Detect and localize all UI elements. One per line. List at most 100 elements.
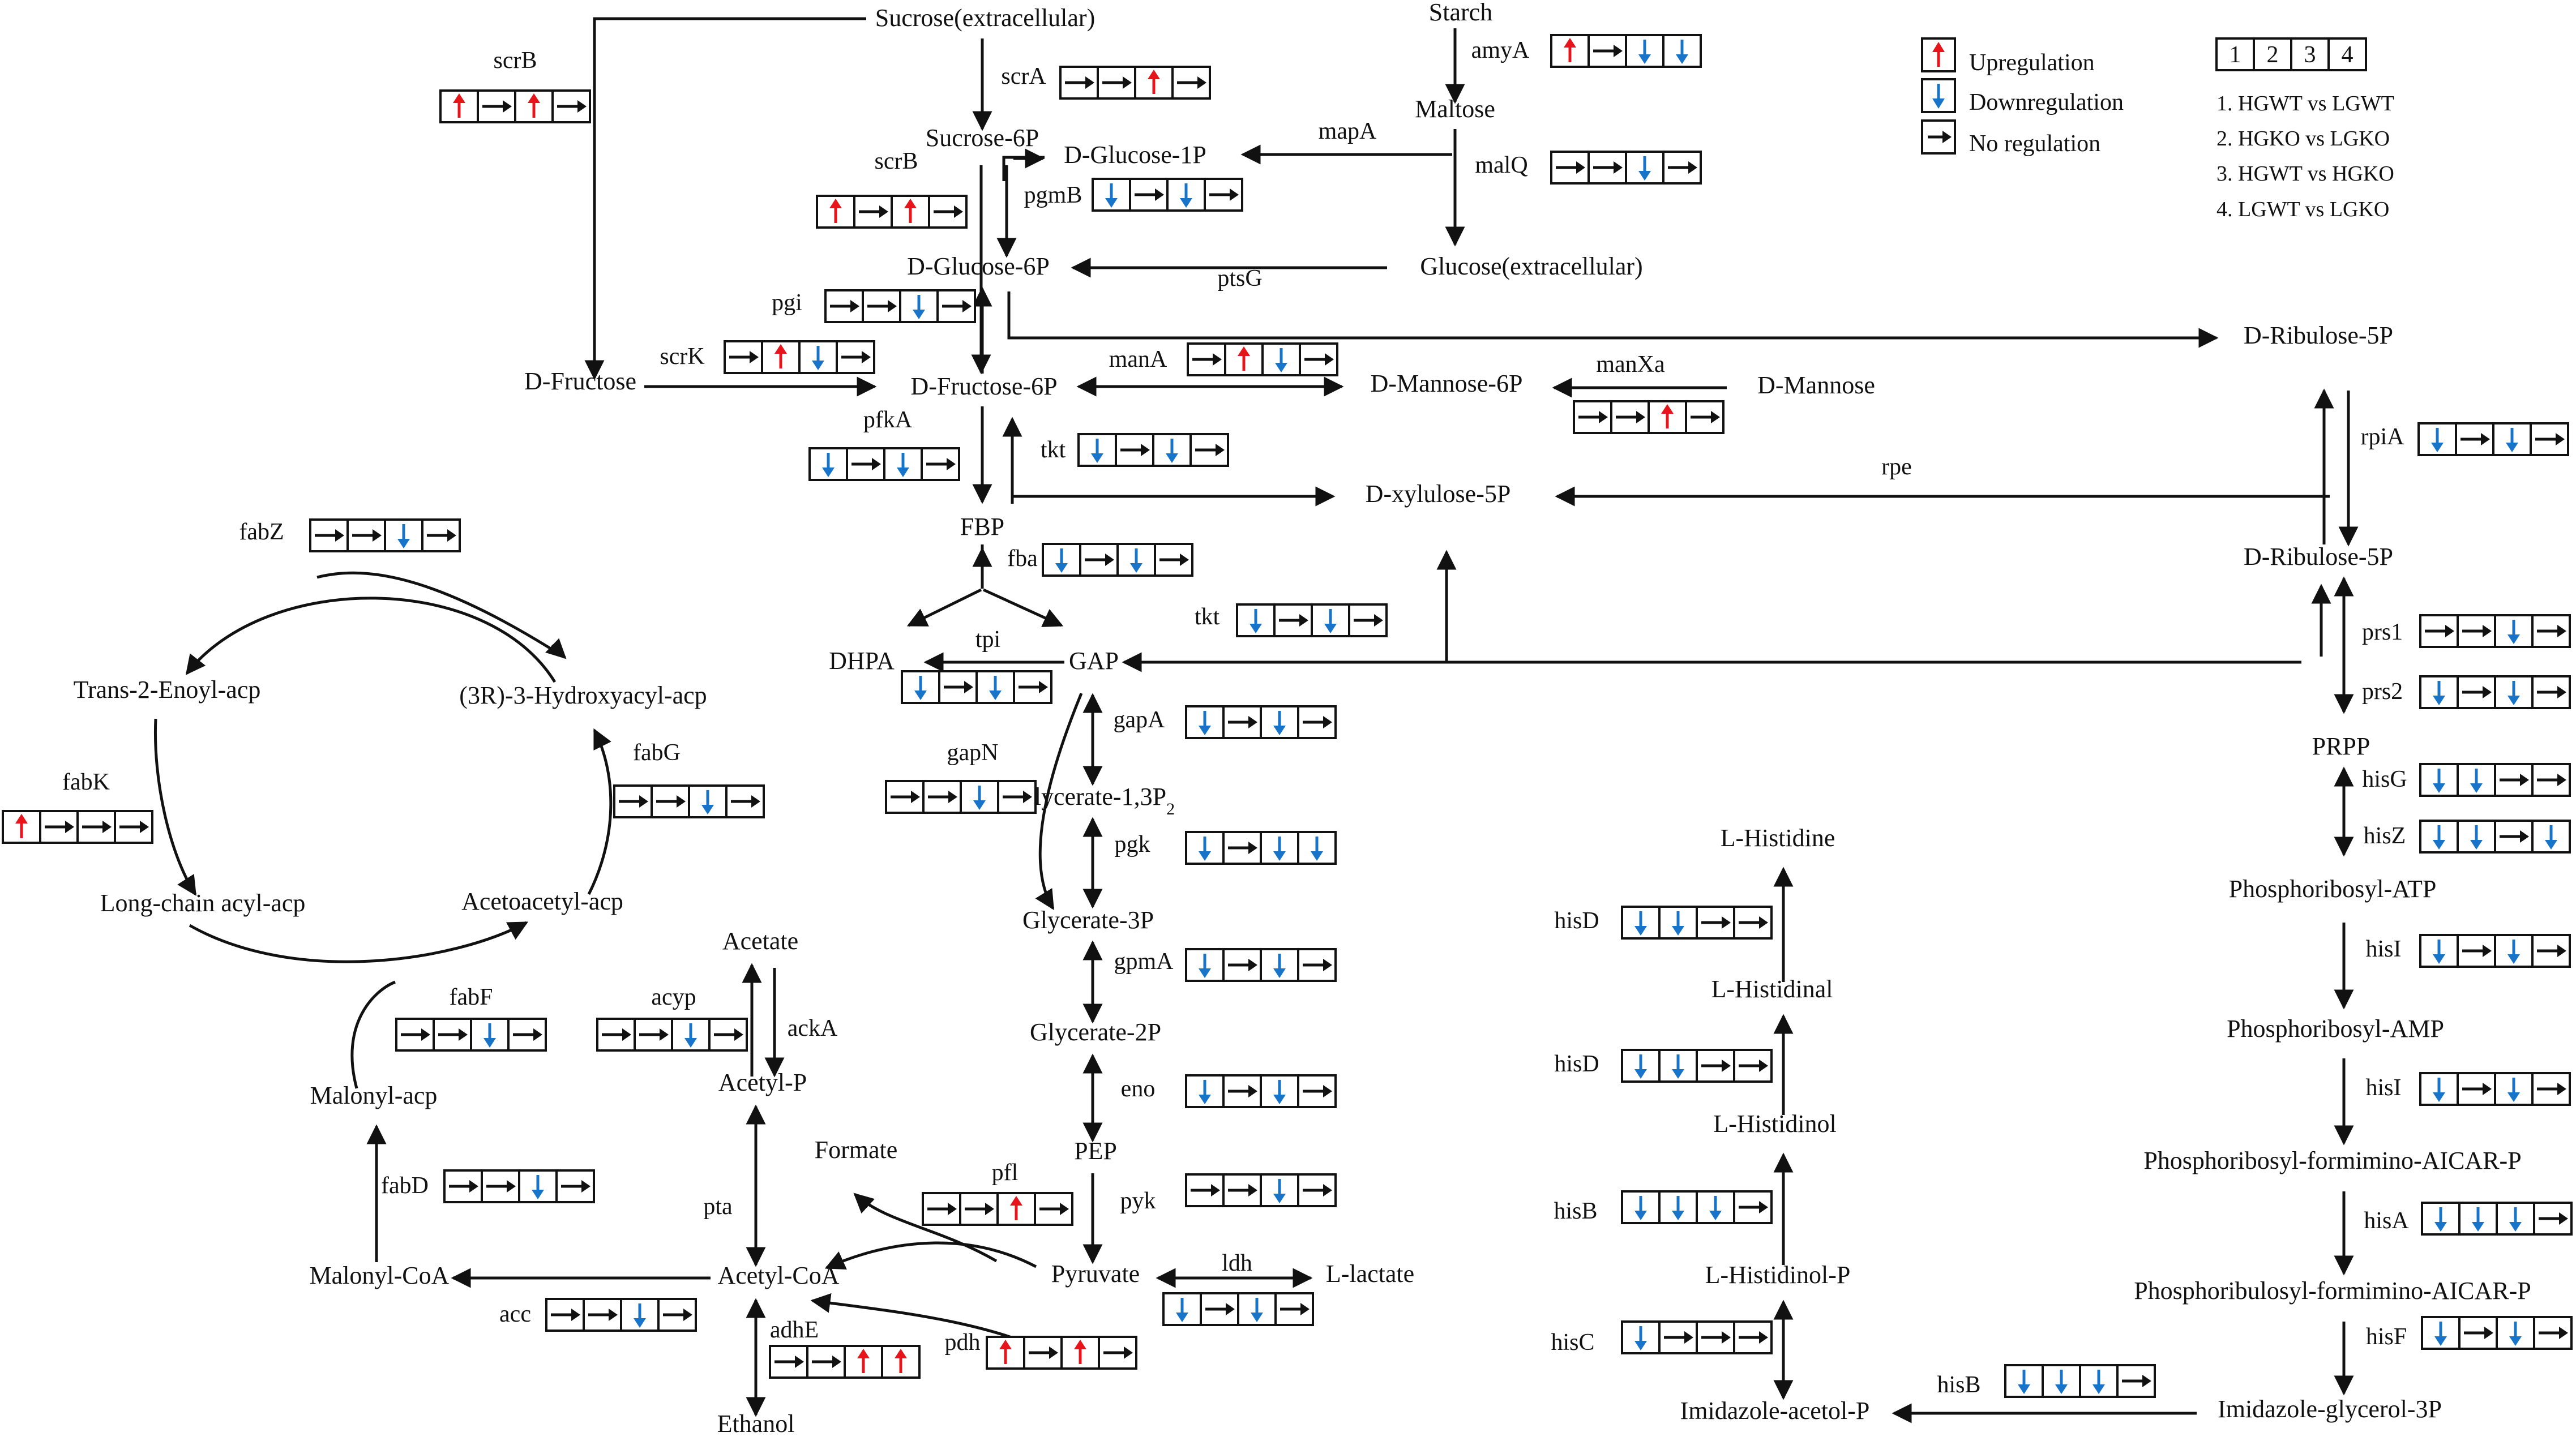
gene-label-hisB: hisB	[1937, 1372, 1980, 1398]
regulation-cell-2	[433, 1018, 472, 1052]
metabolite-hydroxyacyl: (3R)-3-Hydroxyacyl-acp	[459, 681, 707, 709]
gene-label-acc: acc	[499, 1301, 531, 1327]
regulation-cell-1	[2419, 763, 2459, 797]
gene-hisD-35: hisD	[1554, 1049, 1773, 1083]
regulation-cell-4	[555, 1169, 595, 1203]
gene-label-hisZ: hisZ	[2364, 823, 2406, 849]
regulation-cell-4	[836, 340, 875, 374]
regulation-cell-1	[2, 810, 41, 844]
regulation-cell-4	[1733, 1049, 1773, 1083]
right-arrow-icon	[1325, 353, 1334, 366]
regulation-cell-4	[1297, 1074, 1337, 1108]
gene-label-fabF: fabF	[450, 984, 493, 1010]
up-arrow-icon	[999, 1340, 1012, 1349]
down-arrow-icon	[2545, 840, 2557, 850]
down-arrow-icon	[812, 361, 824, 370]
regulation-cell-4	[936, 289, 976, 323]
regulation-cell-2	[1587, 34, 1627, 68]
regulation-cell-1	[2419, 675, 2459, 709]
legend-number-2: 2	[2267, 42, 2279, 68]
metabolite-glucose1p: D-Glucose-1P	[1064, 141, 1206, 169]
right-arrow-icon	[954, 205, 963, 218]
down-arrow-icon	[1273, 968, 1286, 978]
gene-label-hisI: hisI	[2366, 936, 2402, 962]
regulation-cell-2	[1023, 1336, 1063, 1370]
metabolite-pyruvate: Pyruvate	[1051, 1260, 1140, 1288]
gene-hisI-30: hisI	[2366, 934, 2571, 968]
regulation-cell-2	[1658, 906, 1698, 940]
down-arrow-icon	[1055, 563, 1068, 573]
right-arrow-icon	[2557, 625, 2566, 637]
down-arrow-icon	[2507, 1092, 2520, 1102]
regulation-cell-3	[2079, 1364, 2119, 1398]
down-arrow-icon	[483, 1038, 496, 1048]
gene-label-ptsG: ptsG	[1217, 265, 1262, 291]
right-arrow-icon	[577, 100, 587, 113]
down-arrow-icon	[914, 691, 927, 700]
up-arrow-icon	[453, 93, 465, 103]
regulation-cell-3	[1696, 1049, 1735, 1083]
down-arrow-icon	[2433, 783, 2445, 793]
regulation-cell-2	[1222, 705, 1262, 739]
gene-label-eno: eno	[1121, 1076, 1156, 1102]
gene-hisD-29: hisD	[1554, 906, 1773, 940]
regulation-cell-4	[1733, 906, 1773, 940]
up-arrow-icon	[1238, 346, 1250, 356]
gene-label-fabZ: fabZ	[239, 519, 284, 545]
gene-gpmA-31: gpmA	[1114, 948, 1337, 982]
gene-label-rpiA: rpiA	[2361, 424, 2405, 450]
regulation-cell-3	[2496, 1316, 2535, 1350]
legend-item-up: Upregulation	[1921, 37, 2095, 76]
regulation-cell-3	[2494, 675, 2534, 709]
regulation-cell-2	[346, 518, 386, 552]
metabolite-lhistidinol: L-Histidinol	[1713, 1110, 1837, 1138]
right-arrow-icon	[947, 458, 956, 470]
right-arrow-icon	[2483, 945, 2492, 957]
legend: Upregulation Downregulation No regulatio…	[1921, 37, 2394, 221]
regulation-cell-4	[2531, 763, 2571, 797]
right-arrow-icon	[459, 1028, 468, 1041]
up-arrow-icon	[528, 93, 540, 103]
gene-label-tpi: tpi	[975, 627, 1000, 653]
right-arrow-icon	[751, 795, 760, 808]
right-arrow-icon	[862, 351, 871, 363]
regulation-cell-3	[1152, 433, 1192, 467]
right-arrow-icon	[373, 529, 382, 542]
metabolite-ribulose5p-mid: D-Ribulose-5P	[2244, 543, 2393, 571]
right-arrow-icon	[1323, 959, 1332, 971]
regulation-cell-3	[899, 289, 939, 323]
right-arrow-icon	[850, 300, 859, 312]
gene-hisZ-27: hisZ	[2364, 820, 2571, 854]
legend-comparison-2: 2. HGKO vs LGKO	[2216, 127, 2390, 151]
regulation-cell-1	[309, 518, 349, 552]
down-arrow-icon	[1199, 1095, 1211, 1104]
regulation-cell-2	[1115, 433, 1154, 467]
gene-label-pgi: pgi	[772, 290, 802, 316]
gene-label-hisG: hisG	[2362, 766, 2407, 792]
regulation-cell-4	[1274, 1292, 1314, 1326]
down-arrow-icon	[973, 800, 986, 810]
down-arrow-icon	[397, 539, 410, 548]
metabolite-acetate: Acetate	[722, 927, 798, 955]
regulation-cell-1	[545, 1298, 585, 1332]
regulation-cell-3	[883, 447, 923, 481]
gene-tkt-18: tkt	[1195, 603, 1388, 637]
right-arrow-icon	[1759, 916, 1768, 929]
regulation-cell-1	[901, 670, 940, 704]
legend-number-3: 3	[2304, 42, 2316, 68]
right-arrow-icon	[2520, 774, 2529, 786]
up-arrow-icon	[1932, 42, 1945, 52]
regulation-cell-4	[1733, 1190, 1773, 1224]
right-arrow-icon	[948, 791, 957, 803]
gene-fabD-38: fabD	[381, 1169, 595, 1203]
gene-label-fabG: fabG	[633, 740, 681, 766]
right-arrow-icon	[447, 529, 456, 542]
down-arrow-icon	[2093, 1384, 2105, 1394]
regulation-cell-3	[1625, 151, 1664, 185]
right-arrow-icon	[609, 1309, 618, 1321]
gene-hisC-48: hisC	[1551, 1320, 1773, 1356]
right-arrow-icon	[2445, 625, 2454, 637]
regulation-cell-3	[2494, 763, 2534, 797]
regulation-cell-1	[395, 1018, 435, 1052]
regulation-cell-2	[846, 447, 885, 481]
